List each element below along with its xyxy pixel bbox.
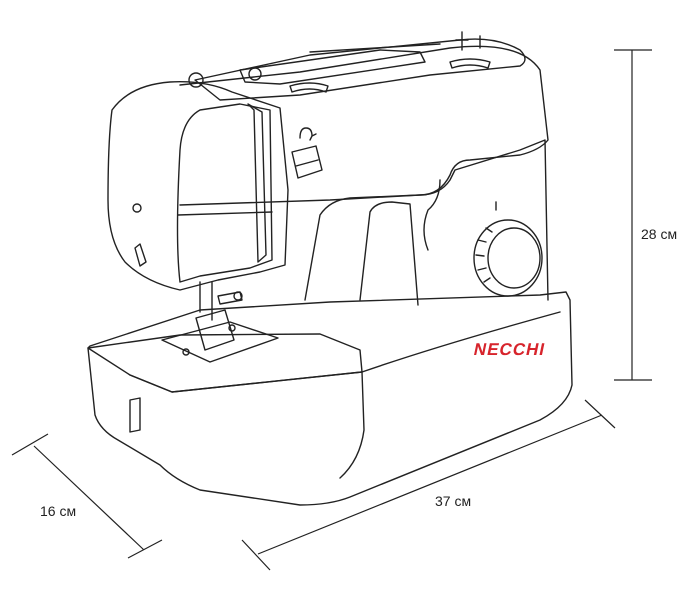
reverse-lever [291, 145, 323, 179]
head-lever [134, 243, 147, 267]
brand-logo: NECCHI [472, 340, 548, 359]
dimension-lines [11, 49, 652, 571]
free-arm-front [129, 371, 365, 479]
width-dimension-line [241, 399, 616, 571]
stitch-dial-ribs [475, 227, 493, 283]
foot-knob [233, 291, 243, 301]
height-label: 28 см [641, 226, 678, 242]
top-dial [289, 82, 329, 93]
thread-tension-knob [188, 72, 204, 88]
reverse-icon [299, 127, 317, 141]
width-label: 37 см [435, 493, 472, 509]
machine-head [107, 81, 289, 291]
head-screw [132, 203, 142, 213]
handle-bar [309, 43, 441, 53]
stitch-dial-inner [487, 227, 541, 289]
head-seam [177, 211, 273, 216]
spool-pin [455, 31, 481, 51]
height-dimension-line [614, 49, 652, 381]
accessory-latch [129, 397, 141, 433]
head-front-panel [176, 103, 273, 283]
depth-label: 16 см [40, 503, 77, 519]
presser-foot [195, 309, 235, 351]
presser-screw [217, 291, 243, 305]
depth-dimension-line [11, 433, 163, 559]
body-shadow-line [359, 201, 419, 306]
machine-base [87, 291, 573, 506]
top-post [248, 67, 262, 81]
needle-plate [161, 321, 279, 363]
top-handle [239, 49, 426, 85]
body-curve [423, 179, 441, 251]
plate-screw-1 [182, 348, 190, 356]
bobbin-winder [449, 58, 491, 69]
top-cover [194, 38, 526, 101]
machine-arm [179, 45, 549, 206]
base-seam [361, 311, 561, 373]
thread-guide [247, 103, 267, 263]
sewing-machine [87, 31, 573, 506]
stitch-dial-outer [473, 219, 543, 297]
